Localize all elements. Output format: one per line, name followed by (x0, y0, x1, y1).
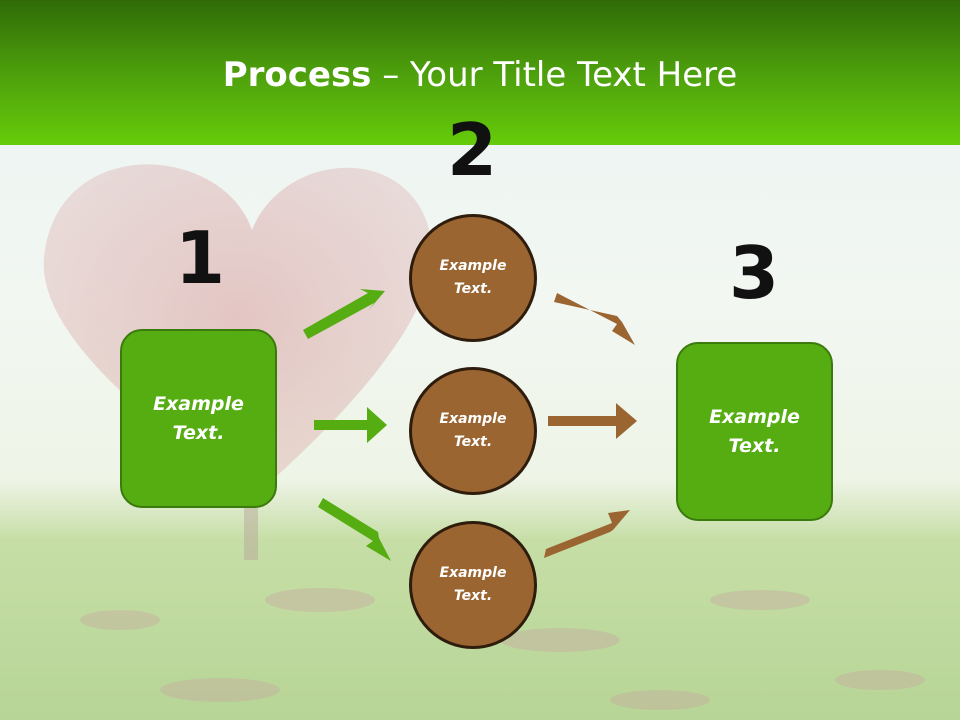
arrow-up-brown (544, 510, 630, 558)
step-number-3: 3 (728, 231, 780, 315)
step-number-1: 1 (174, 216, 226, 300)
arrow-right-brown (548, 403, 637, 439)
arrow-down-brown (554, 293, 635, 345)
arrow-down-green (318, 498, 391, 561)
slide-title: Process – Your Title Text Here (0, 52, 960, 98)
step-number-2: 2 (446, 108, 498, 192)
arrow-up-green (303, 289, 385, 339)
arrow-right-green (314, 407, 387, 443)
title-bar (0, 0, 960, 145)
title-rest: – Your Title Text Here (371, 55, 738, 95)
title-bold: Process (222, 55, 372, 95)
